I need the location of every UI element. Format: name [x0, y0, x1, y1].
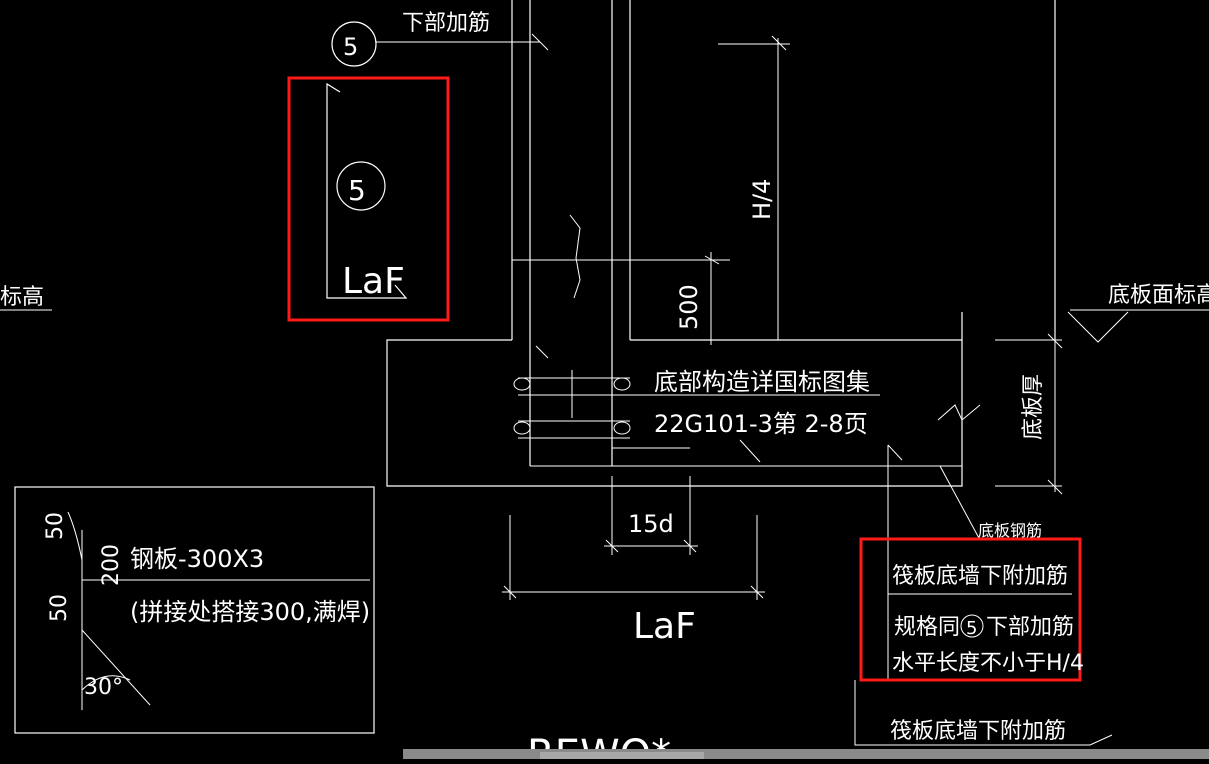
dim-500-label: 500: [675, 284, 703, 330]
left-elevation: 标高: [0, 285, 52, 311]
steel-plate-detail: 钢板-300X3 (拼接处搭接300,满焊) 50 200 50 30°: [14, 486, 375, 734]
h4-label: H/4: [748, 179, 776, 220]
bottom-detail-line1: 底部构造详国标图集: [654, 368, 870, 396]
steel-plate-note: (拼接处搭接300,满焊): [130, 598, 370, 626]
break-line: [569, 214, 581, 299]
note-line1: 筏板底墙下附加筋: [892, 564, 1068, 589]
laf-horizontal-label: LaF: [633, 606, 696, 647]
wall-outline: [511, 0, 1056, 466]
dim-50-top: 50: [43, 512, 68, 540]
bottom-detail-line2: 22G101-3第 2-8页: [654, 410, 868, 438]
rebar-callout-number-top: 5: [343, 33, 358, 61]
dim-200: 200: [99, 544, 124, 586]
slab-thickness-label: 底板厚: [1021, 374, 1046, 440]
status-bar-segment: [540, 752, 704, 759]
note-line3: 水平长度不小于H/4: [892, 651, 1084, 676]
h4-dimension: H/4: [718, 35, 790, 340]
left-elevation-label: 标高: [0, 285, 44, 310]
highlight-box-left: [287, 76, 450, 322]
slab-outline: [386, 312, 981, 680]
additional-rebar-note: 筏板底墙下附加筋 规格同 5 下部加筋 水平长度不小于H/4: [859, 537, 1084, 682]
rebar-callout-number-box: 5: [348, 174, 366, 207]
slab-top-elevation-label: 底板面标高: [1108, 283, 1209, 308]
steel-plate-label: 钢板-300X3: [130, 545, 264, 573]
rebar-callout-circle-note: [960, 614, 984, 638]
dim-50-bottom: 50: [47, 594, 72, 622]
rebar-callout-number-note: 5: [966, 618, 977, 639]
dim-15d: 15d: [604, 476, 698, 555]
dim-500: 500: [675, 252, 720, 345]
highlight-box-right: [859, 537, 1082, 682]
bottom-note: 筏板底墙下附加筋: [854, 680, 1113, 746]
bottom-note-label: 筏板底墙下附加筋: [890, 719, 1066, 744]
angle-30-label: 30°: [84, 675, 123, 700]
status-bar: [403, 749, 1209, 759]
slab-top-elevation: 底板面标高: [1067, 283, 1209, 343]
lower-rebar-leader: 5 下部加筋: [331, 11, 549, 67]
note-line2-b: 下部加筋: [986, 615, 1074, 640]
slab-rebar-label: 底板钢筋: [978, 521, 1042, 540]
laf-horizontal-dim: LaF: [502, 515, 765, 647]
note-line2-a: 规格同: [894, 615, 960, 640]
bottom-detail: 底部构造详国标图集 22G101-3第 2-8页: [513, 345, 880, 463]
lower-rebar-label: 下部加筋: [402, 11, 490, 36]
rebar-callout-circle-top: [331, 21, 377, 67]
rebar-detail-left: 5 LaF: [287, 76, 450, 322]
steel-plate-frame: [14, 486, 375, 734]
rebar-callout-circle-box: [336, 161, 386, 211]
slab-thickness-dim: 底板厚: [995, 333, 1063, 495]
laf-label-vertical: LaF: [342, 261, 405, 302]
dim-15d-label: 15d: [628, 510, 674, 538]
